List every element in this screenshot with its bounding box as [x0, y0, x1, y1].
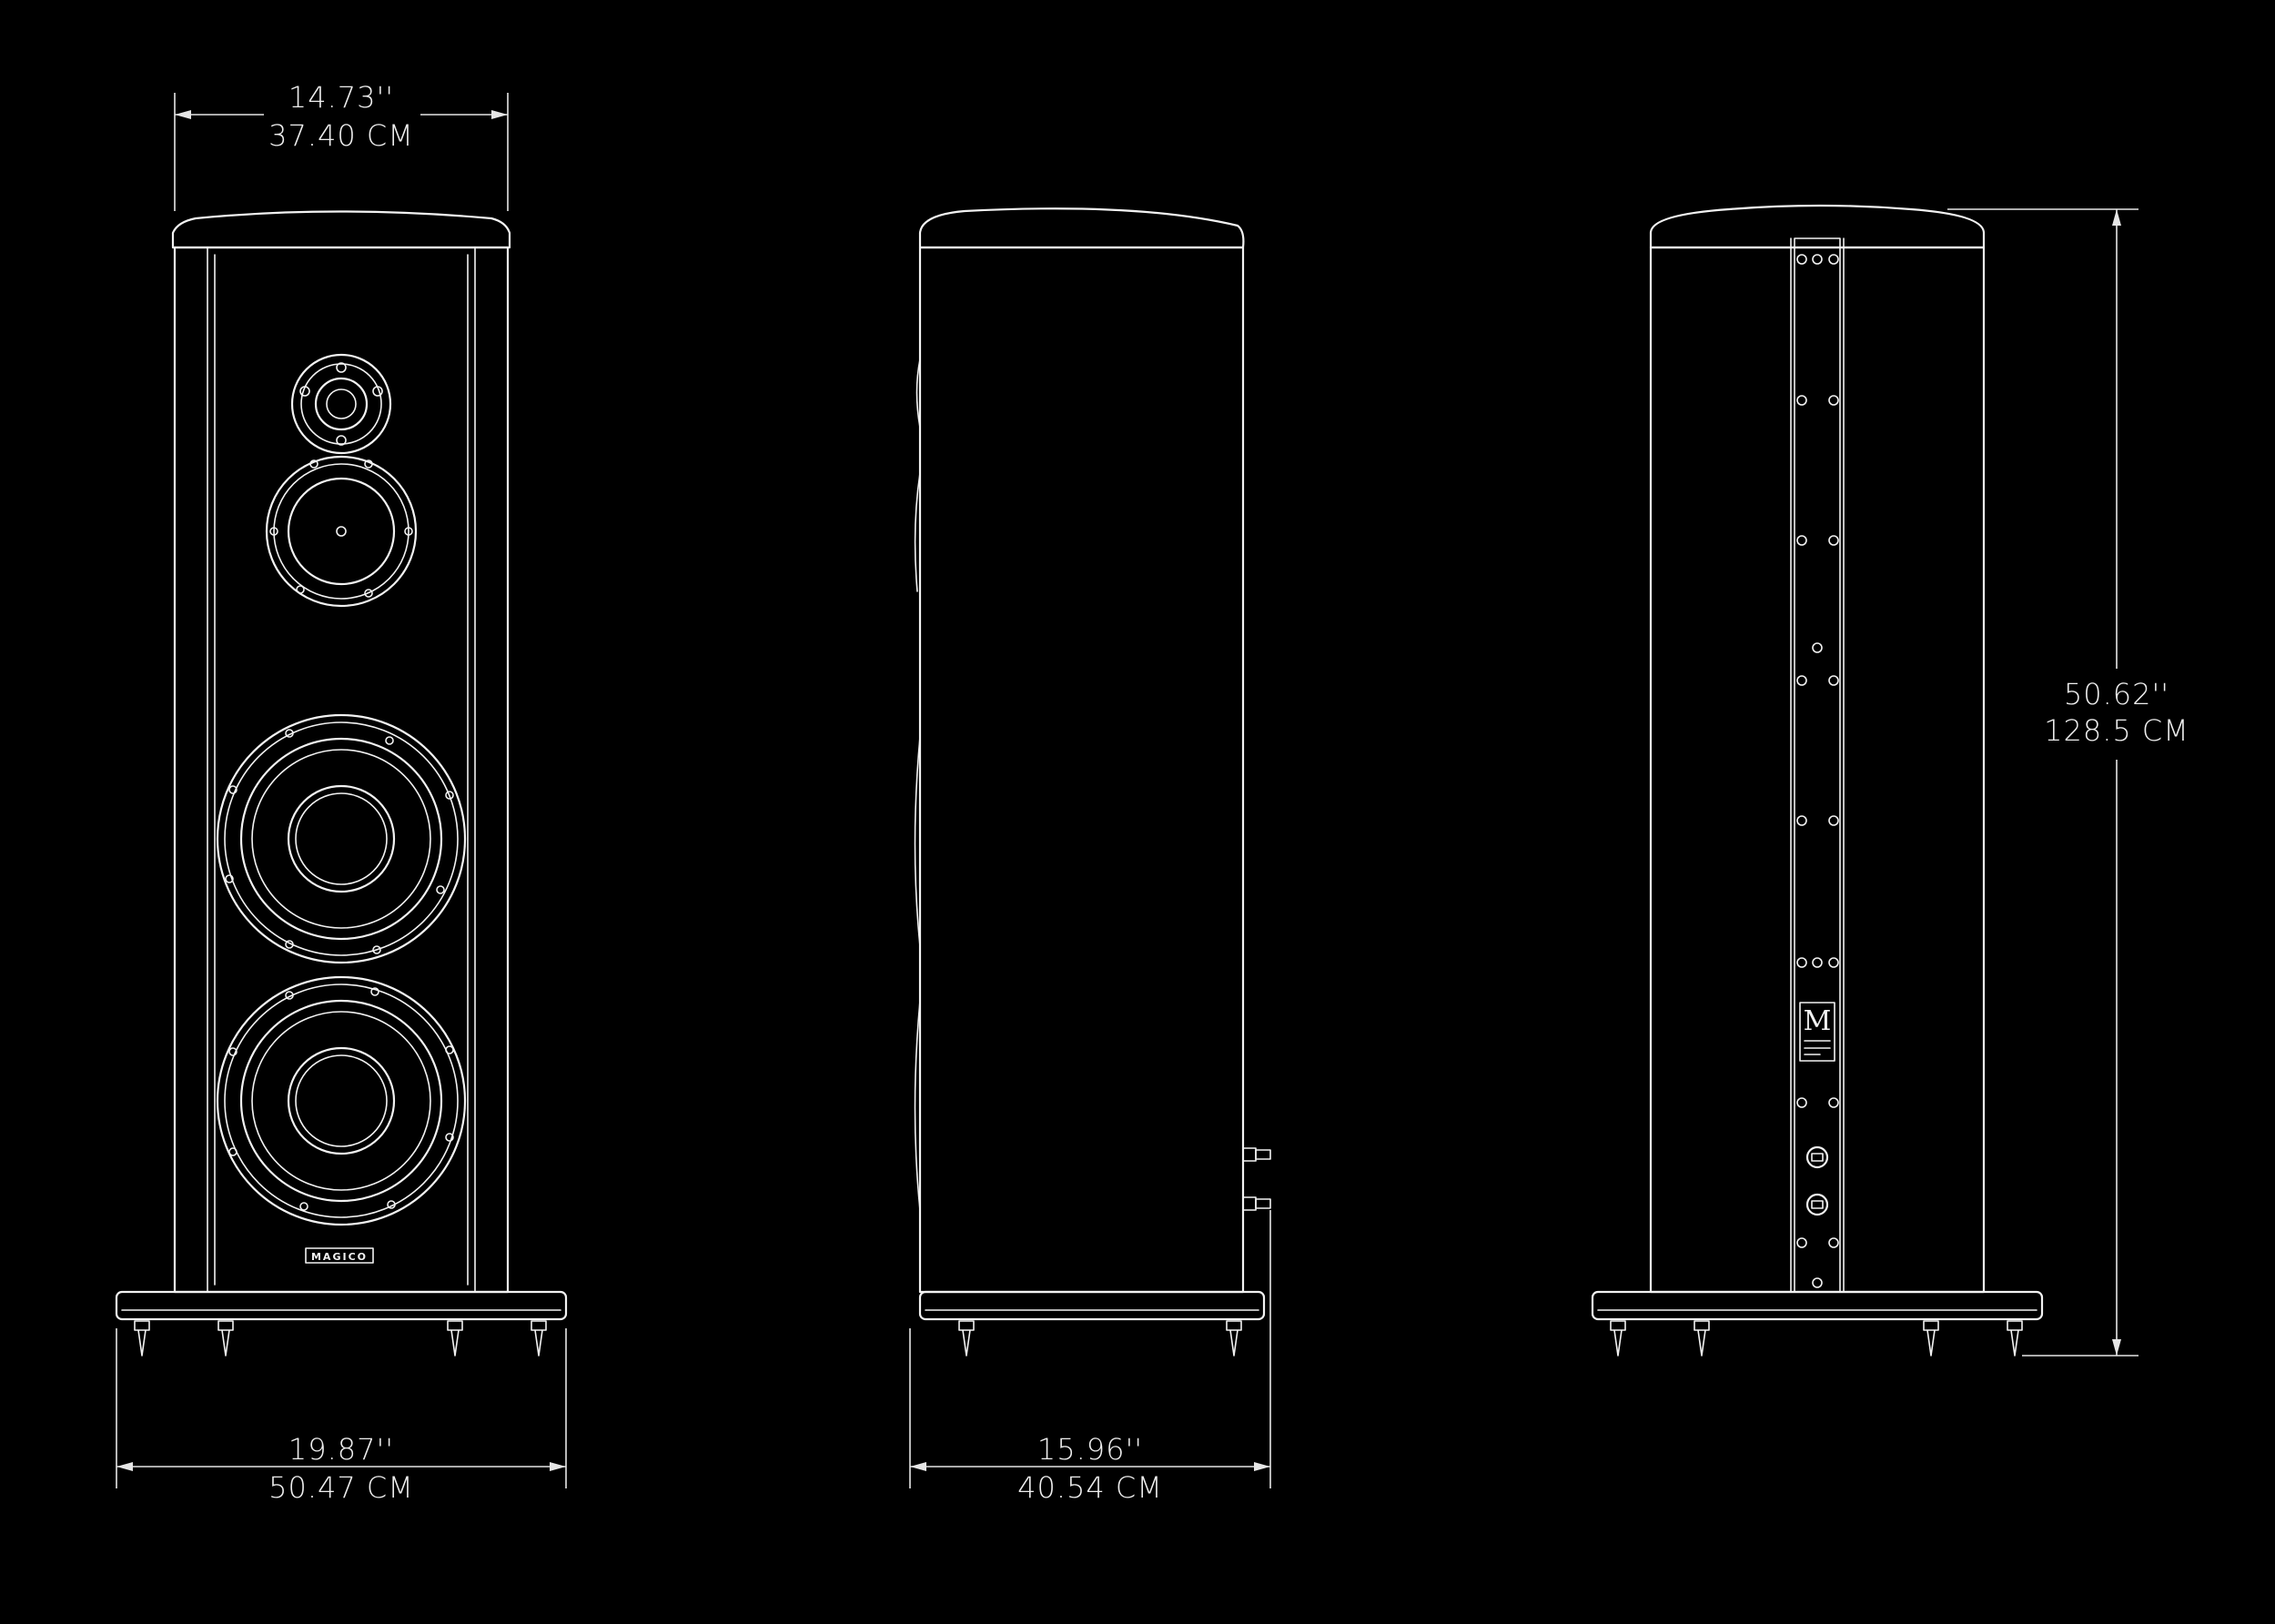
brand-badge	[305, 1247, 374, 1264]
rear-bolts	[1796, 254, 1839, 1288]
midrange-driver	[265, 455, 418, 608]
dim-front-width: 14.73'' 37.40 CM	[174, 80, 509, 211]
tweeter	[290, 353, 392, 455]
rear-nameplate-logo: M	[1804, 1005, 1832, 1037]
height-inches: 50.62''	[2064, 677, 2169, 711]
side-spikes	[958, 1320, 1242, 1357]
rear-top-cap	[1649, 204, 1986, 249]
rear-nameplate	[1799, 1002, 1835, 1062]
side-plinth	[918, 1290, 1266, 1321]
depth-inches: 15.96''	[1037, 1432, 1143, 1467]
front-cabinet	[173, 246, 510, 1294]
front-top-cap	[171, 210, 511, 249]
rear-spikes	[1610, 1320, 2023, 1357]
brand-badge-text: MAGICO	[311, 1251, 368, 1263]
rear-view: M	[1591, 204, 2044, 1357]
side-view	[914, 207, 1271, 1357]
front-plinth	[115, 1290, 568, 1321]
height-cm: 128.5 CM	[2044, 713, 2189, 748]
dim-base-width: 19.87'' 50.47 CM	[116, 1328, 567, 1505]
rear-plinth	[1591, 1290, 2044, 1321]
side-binding-posts	[1242, 1147, 1271, 1211]
base-width-cm: 50.47 CM	[268, 1470, 414, 1505]
front-width-cm: 37.40 CM	[268, 118, 414, 153]
dim-depth: 15.96'' 40.54 CM	[909, 1210, 1271, 1505]
dim-height: 50.62'' 128.5 CM	[1947, 208, 2189, 1357]
front-spikes	[134, 1320, 547, 1357]
rear-binding-posts	[1805, 1145, 1829, 1216]
rear-cabinet	[1649, 246, 1986, 1294]
front-width-inches: 14.73''	[288, 80, 394, 115]
side-cabinet	[918, 246, 1245, 1294]
woofer-lower	[216, 975, 467, 1226]
side-top-cap	[918, 207, 1245, 249]
depth-cm: 40.54 CM	[1017, 1470, 1163, 1505]
base-width-inches: 19.87''	[288, 1432, 394, 1467]
woofer-upper	[216, 713, 467, 964]
front-view: MAGICO	[115, 210, 568, 1357]
